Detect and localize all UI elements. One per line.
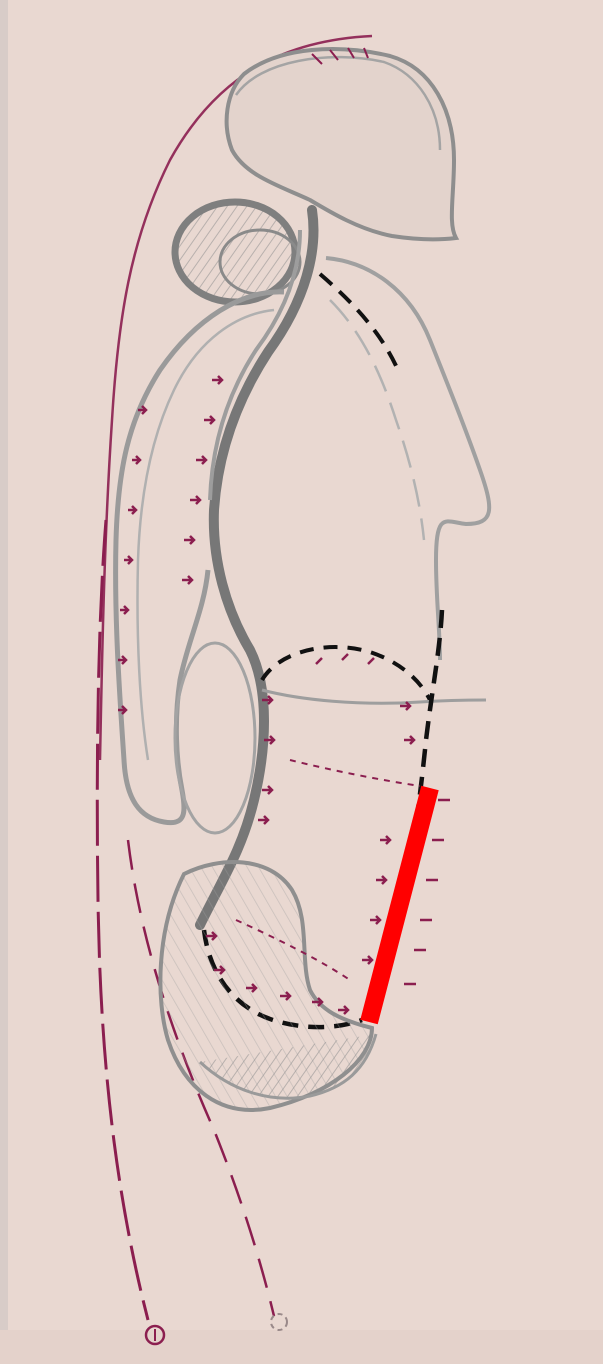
- paper-left-edge: [0, 0, 8, 1364]
- paper-bottom-shadow: [0, 1330, 603, 1364]
